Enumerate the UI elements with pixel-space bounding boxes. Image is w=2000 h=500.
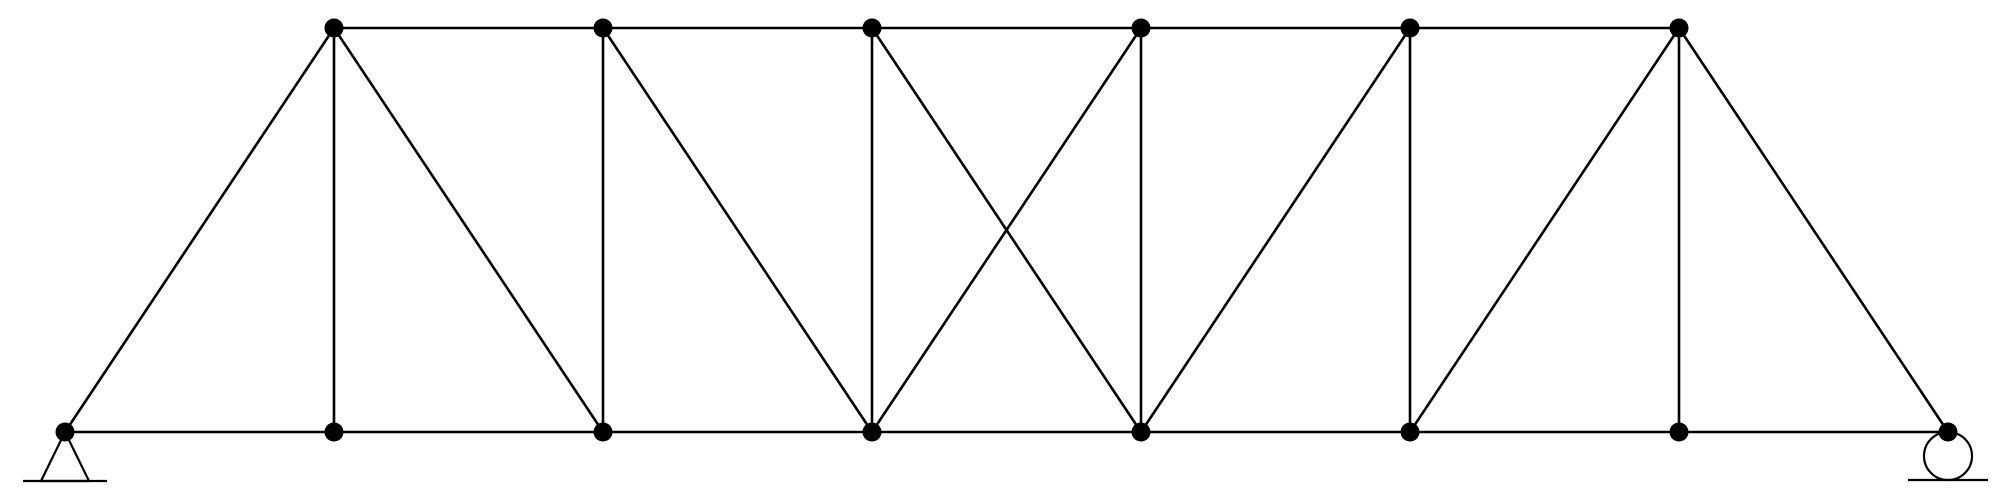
node-U5 [1400, 18, 1420, 38]
truss-members [63, 26, 1950, 434]
node-U2 [593, 18, 613, 38]
node-U1 [324, 18, 344, 38]
pin-support [23, 429, 107, 483]
node-L6 [1669, 422, 1689, 442]
node-L7 [1938, 422, 1958, 442]
node-L5 [1400, 422, 1420, 442]
member-U1-L2 [332, 27, 605, 433]
node-U6 [1669, 18, 1689, 38]
node-L1 [324, 422, 344, 442]
node-U4 [1131, 18, 1151, 38]
member-U2-L3 [601, 27, 874, 433]
member-U6-L7 [1677, 27, 1950, 433]
member-L5-U6 [1408, 27, 1681, 433]
truss-nodes [55, 18, 1958, 442]
node-L4 [1131, 422, 1151, 442]
node-L0 [55, 422, 75, 442]
truss-supports [23, 429, 1988, 483]
node-L3 [862, 422, 882, 442]
member-L3-U4 [870, 27, 1143, 433]
node-L2 [593, 422, 613, 442]
node-U3 [862, 18, 882, 38]
member-L0-U1 [63, 27, 336, 433]
member-L4-U5 [1139, 27, 1412, 433]
